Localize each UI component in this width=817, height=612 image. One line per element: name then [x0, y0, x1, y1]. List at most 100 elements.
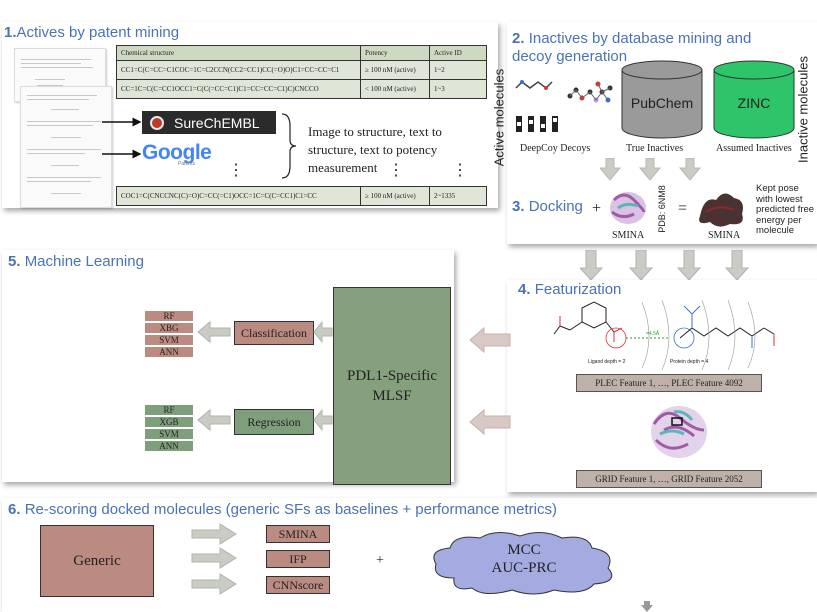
method-smina: SMINA: [266, 525, 330, 543]
ligand-depth-label: Ligand depth = 2: [588, 359, 626, 365]
classification-box: Classification: [234, 321, 314, 345]
caption-deepcoy: DeepCoy Decoys: [520, 143, 591, 154]
panel5-title: 5. Machine Learning: [8, 253, 144, 270]
reg-model-svm: SVM: [144, 428, 194, 440]
zinc-cylinder-body: [713, 70, 795, 139]
table-row: CC=1C=C(C=CC1OCC1=C(C(=CC=C1)C1=CC=CC=C1…: [116, 79, 487, 99]
pubchem-cylinder-top: [621, 60, 703, 80]
table-cell-potency: ≥ 100 nM (active): [360, 60, 430, 80]
smina-label-2: SMINA: [708, 230, 741, 241]
panel4-number: 4.: [518, 281, 531, 298]
panel1-number: 1.: [4, 24, 17, 41]
panel3-number: 3.: [512, 198, 525, 215]
mlsf-label: PDL1-Specific MLSF: [347, 368, 437, 404]
panel2-title: 2. Inactives by database mining and deco…: [512, 30, 762, 66]
table-cell-id: 2~1335: [429, 186, 487, 206]
docking-note: Kept pose with lowest predicted free ene…: [756, 183, 815, 236]
reg-model-rf: RF: [144, 404, 194, 416]
table-header-structure: Chemical structure: [116, 45, 361, 61]
cls-model-rf: RF: [144, 310, 194, 322]
reg-model-xgb: XGB: [144, 416, 194, 428]
protein-depth-label: Protein depth = 4: [670, 359, 709, 365]
generic-to-methods-arrows: [191, 523, 237, 595]
panel2-down-arrows: [600, 158, 702, 181]
inactive-molecules-label: Inactive molecules: [795, 56, 811, 163]
protein-icon: [610, 192, 646, 224]
grid-protein-icon: [651, 406, 707, 458]
panel3-down-arrows: [580, 250, 750, 281]
dots-2: ⋮: [388, 162, 404, 179]
metric-mcc: MCC: [507, 542, 541, 558]
panel3-title: 3. Docking: [512, 198, 583, 215]
table-header-id: Active ID: [429, 45, 487, 61]
table-cell-potency: < 100 nM (active): [360, 79, 430, 99]
featurization-to-ml-arrows: [469, 326, 511, 436]
docked-complex-icon: [699, 193, 743, 227]
table-row: CC1=C(C=CC=C1COC=1C=C2CCN(CC2=CC1)CC(=O)…: [116, 60, 487, 80]
grid-feature-label: GRID Feature 1, …, GRID Feature 2052: [576, 470, 762, 488]
regression-box: Regression: [234, 409, 314, 435]
panel6-number: 6.: [8, 501, 21, 518]
surechembl-icon: [150, 115, 164, 130]
pubchem-cylinder-body: [621, 70, 703, 139]
table-row: COC1=C(CNCCNC(C)=O)C=CC(=C1)OCC=1C=C(C=C…: [116, 186, 487, 206]
patent-page-2: [20, 86, 112, 208]
metric-auc-prc: AUC-PRC: [491, 560, 557, 576]
method-cnnscore: CNNscore: [266, 576, 330, 594]
panel5-title-text: Machine Learning: [24, 253, 144, 270]
google-patents-logo: Google Patents: [142, 141, 222, 171]
docking-plus: +: [592, 200, 602, 217]
bottom-down-arrow: [641, 601, 653, 612]
cls-model-svm: SVM: [144, 334, 194, 346]
google-sub-text: Patents: [178, 161, 195, 167]
smina-label-1: SMINA: [612, 230, 645, 241]
caption-assumed-inactives: Assumed Inactives: [716, 143, 792, 154]
pubchem-label: PubChem: [630, 95, 694, 111]
process-text: Image to structure, text to structure, t…: [308, 124, 442, 175]
dots-1: ⋮: [228, 162, 244, 179]
panel4-title-text: Featurization: [534, 281, 622, 298]
table-header-potency: Potency: [360, 45, 430, 61]
patent-arrows: [102, 117, 142, 159]
panel5-number: 5.: [8, 253, 21, 270]
surechembl-text: SureChEMBL: [174, 114, 260, 131]
plec-feature-label: PLEC Feature 1, …, PLEC Feature 4092: [576, 374, 762, 392]
cls-model-ann: ANN: [144, 346, 194, 358]
pubchem-database-icon: [621, 60, 703, 139]
panel6-title: 6. Re-scoring docked molecules (generic …: [8, 501, 557, 518]
table-cell-potency: ≥ 100 nM (active): [360, 186, 430, 206]
mlsf-to-tasks-arrows: [313, 320, 333, 432]
actives-table: Chemical structure Potency Active ID CC1…: [116, 45, 487, 99]
decoy-molecules-icon: [516, 116, 558, 132]
cls-model-xbg: XBG: [144, 322, 194, 334]
actives-table-last-row: COC1=C(CNCCNC(C)=O)C=CC(=C1)OCC=1C=C(C=C…: [116, 186, 487, 206]
panel4-title: 4. Featurization: [518, 281, 621, 298]
zinc-label: ZINC: [737, 95, 771, 111]
caption-true-inactives: True Inactives: [626, 143, 684, 154]
plec-interaction-diagram: [553, 299, 775, 370]
panel2-title-text: Inactives by database mining and decoy g…: [512, 30, 752, 65]
pdb-label: PDB: 6NM8: [657, 185, 667, 233]
zinc-database-icon: [713, 60, 795, 139]
panel1-title-text: Actives by patent mining: [16, 24, 180, 41]
panel1-title: 1.Actives by patent mining: [4, 24, 179, 41]
molecule-icon: [515, 80, 613, 103]
table-cell-id: 1~3: [429, 79, 487, 99]
metrics-cloud: [433, 532, 613, 595]
table-cell-structure: CC=1C=C(C=CC1OCC1=C(C(=CC=C1)C1=CC=CC=C1…: [116, 79, 361, 99]
generic-box: Generic: [40, 525, 154, 597]
dots-3: ⋮: [452, 162, 468, 179]
panel6-title-text: Re-scoring docked molecules (generic SFs…: [24, 501, 557, 518]
docking-equals: =: [678, 200, 688, 217]
surechembl-logo: SureChEMBL: [142, 111, 276, 134]
reg-model-ann: ANN: [144, 440, 194, 452]
google-text: Google: [142, 141, 212, 164]
panel3-title-text: Docking: [528, 198, 583, 215]
brace: [281, 113, 297, 179]
table-cell-structure: CC1=C(C=CC=C1COC=1C=C2CCN(CC2=CC1)CC(=O)…: [116, 60, 361, 80]
active-molecules-label: Active molecules: [491, 68, 507, 167]
zinc-cylinder-top: [713, 60, 795, 80]
mlsf-box: PDL1-Specific MLSF: [333, 287, 451, 485]
table-cell-structure: COC1=C(CNCCNC(C)=O)C=CC(=C1)OCC=1C=C(C=C…: [116, 186, 361, 206]
panel5-left-arrows: [197, 320, 231, 432]
